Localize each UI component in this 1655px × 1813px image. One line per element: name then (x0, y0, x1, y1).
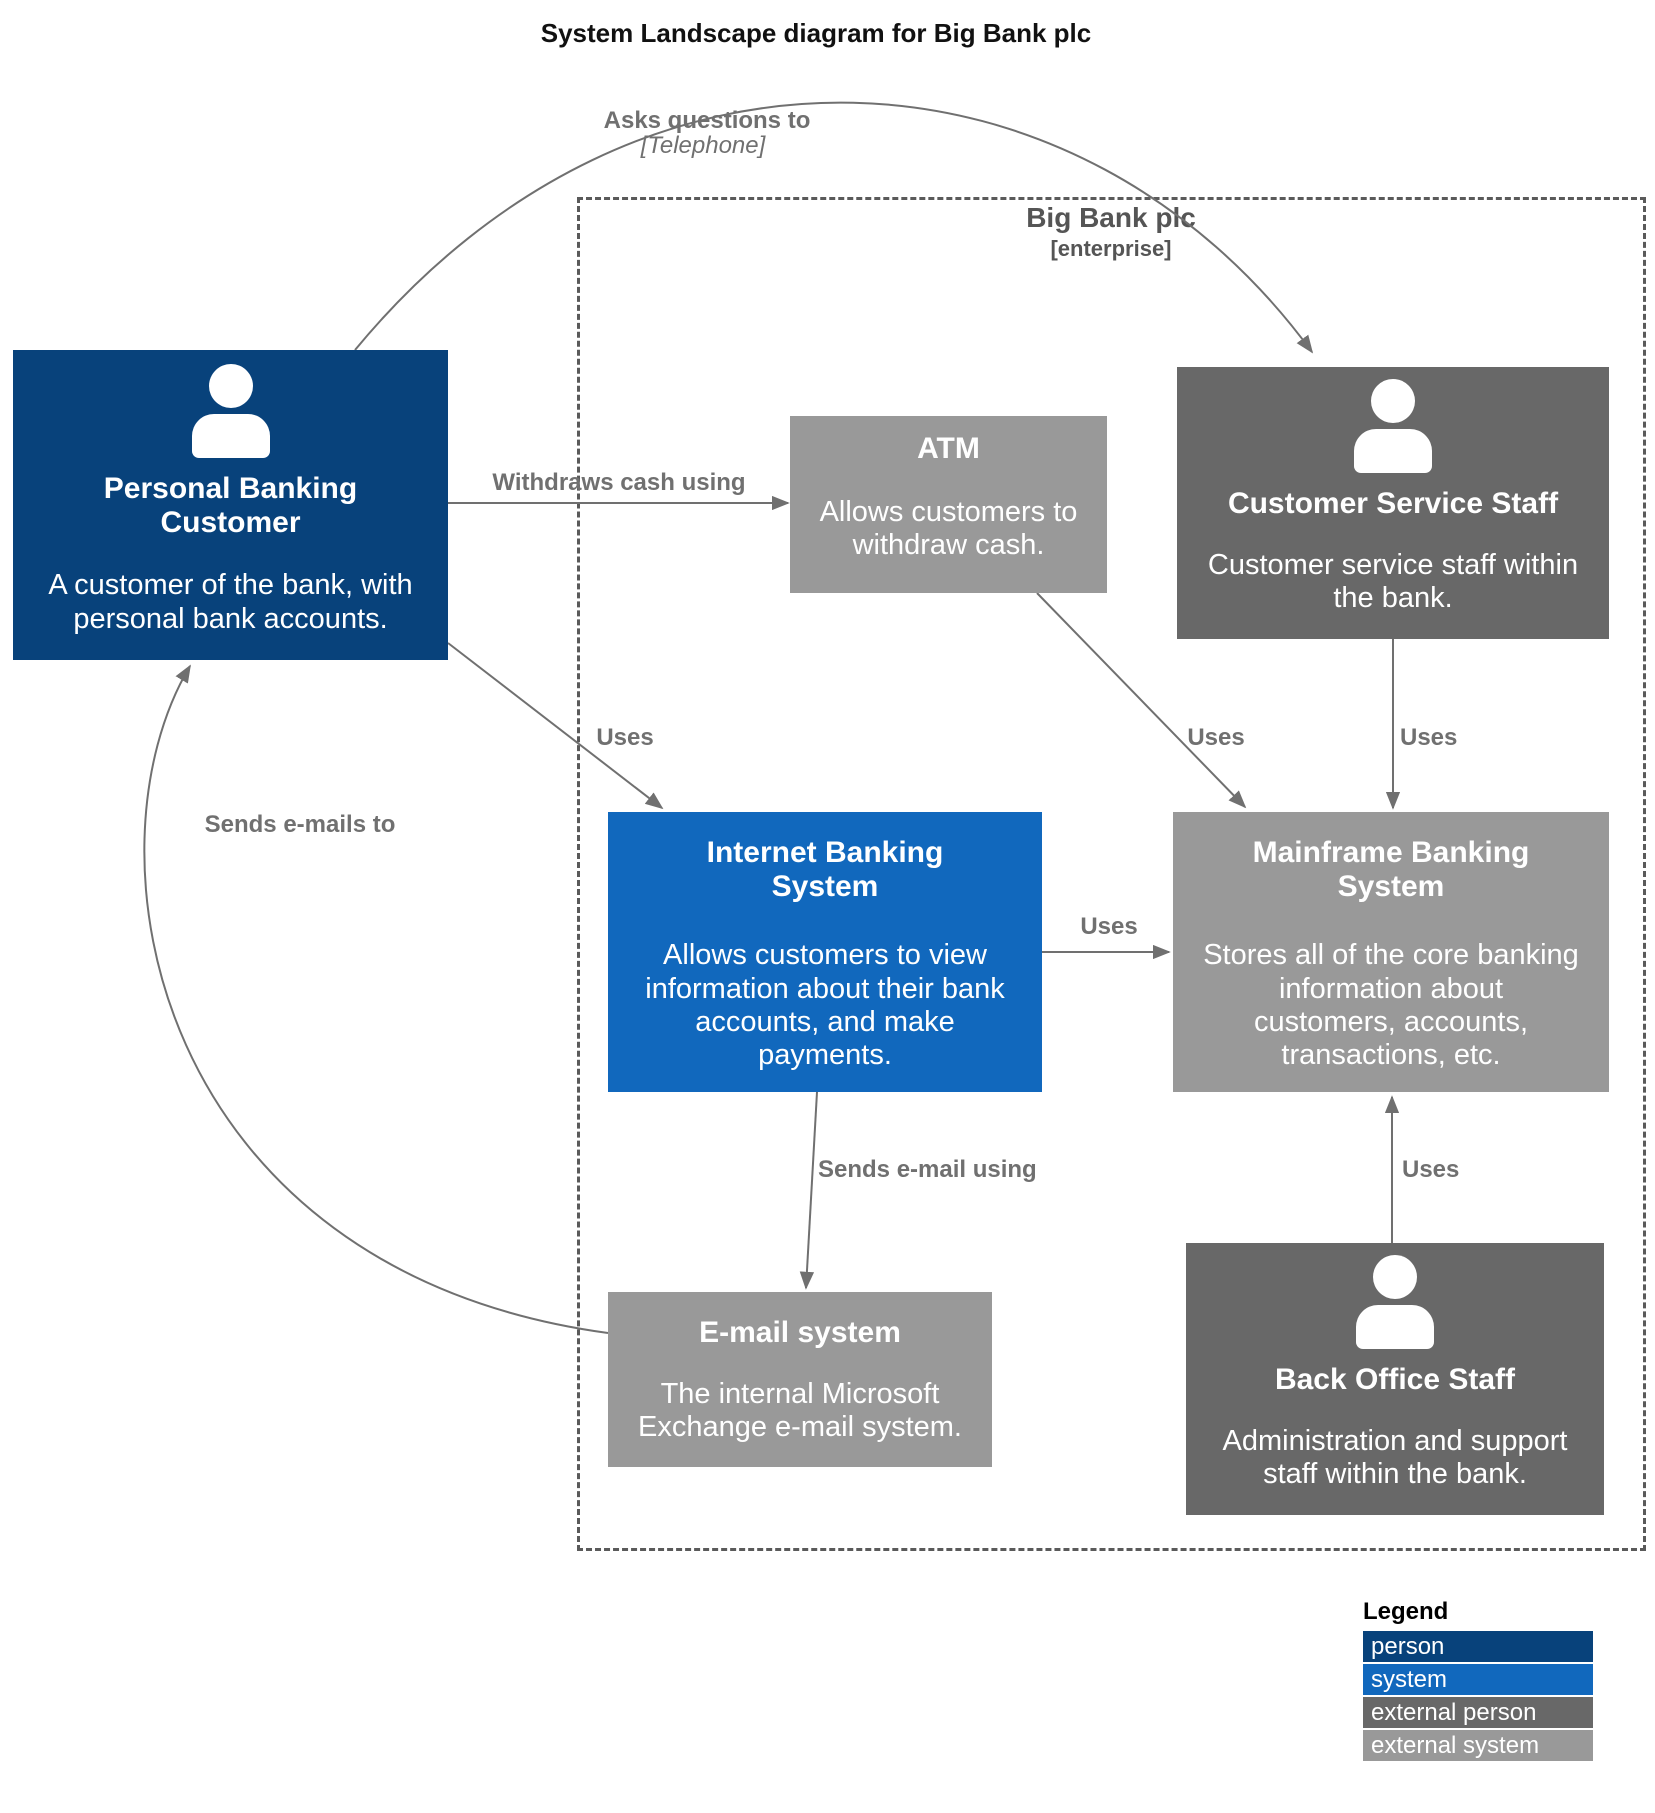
node-atm: ATM Allows customers to withdraw cash. (790, 416, 1107, 593)
node-back-office-staff: Back Office Staff Administration and sup… (1186, 1243, 1604, 1515)
edge-tech-telephone: [Telephone] (640, 132, 766, 159)
legend: Legend person system external person ext… (1363, 1598, 1593, 1763)
node-title: ATM (917, 432, 980, 465)
edge-label-bos-uses-mbs: Uses (1402, 1156, 1460, 1183)
node-title: Customer Service Staff (1227, 487, 1559, 520)
legend-item-system: system (1363, 1664, 1593, 1695)
node-description: Allows customers to withdraw cash. (819, 495, 1078, 561)
edge-atm-uses-mbs (1036, 592, 1247, 809)
person-icon (1350, 379, 1436, 473)
person-icon (1352, 1255, 1438, 1349)
edge-label-sends-email-using: Sends e-mail using (818, 1156, 1037, 1183)
node-personal-banking-customer: Personal Banking Customer A customer of … (13, 350, 448, 660)
edge-label-sends-emails-to: Sends e-mails to (204, 811, 396, 838)
node-email-system: E-mail system The internal Microsoft Exc… (608, 1292, 992, 1467)
enterprise-qualifier: [enterprise] (1050, 236, 1172, 261)
node-title: Back Office Staff (1274, 1363, 1516, 1396)
edge-label-withdraws-cash-using: Withdraws cash using (492, 469, 746, 496)
node-mainframe-banking-system: Mainframe Banking System Stores all of t… (1173, 812, 1609, 1092)
edge-label-css-uses-mbs: Uses (1400, 724, 1458, 751)
person-icon (188, 364, 274, 458)
node-internet-banking-system: Internet Banking System Allows customers… (608, 812, 1042, 1092)
edge-sends-email-using (799, 1091, 818, 1290)
edge-label-asks-questions-to: Asks questions to (603, 107, 811, 134)
node-description: Allows customers to view information abo… (645, 939, 1005, 1072)
node-description: Administration and support staff within … (1222, 1424, 1568, 1490)
legend-item-external-person: external person (1363, 1697, 1593, 1728)
node-customer-service-staff: Customer Service Staff Customer service … (1177, 367, 1609, 639)
edge-label-atm-uses-mbs: Uses (1187, 724, 1245, 751)
edge-sends-emails-to (143, 664, 609, 1334)
node-title: E-mail system (699, 1316, 901, 1349)
edge-asks-questions-to (354, 101, 1314, 354)
edge-label-customer-uses-ibs: Uses (596, 724, 654, 751)
edge-customer-uses-ibs (447, 642, 664, 810)
node-description: Customer service staff within the bank. (1207, 548, 1579, 614)
enterprise-boundary (577, 197, 1646, 1551)
node-description: The internal Microsoft Exchange e-mail s… (638, 1377, 962, 1443)
node-title: Personal Banking Customer (103, 472, 358, 539)
edge-label-ibs-uses-mbs: Uses (1080, 913, 1138, 940)
node-description: A customer of the bank, with personal ba… (48, 569, 413, 635)
legend-title: Legend (1363, 1598, 1449, 1625)
legend-item-external-system: external system (1363, 1730, 1593, 1761)
diagram-title: System Landscape diagram for Big Bank pl… (540, 18, 1092, 48)
node-description: Stores all of the core banking informati… (1203, 939, 1579, 1072)
legend-item-person: person (1363, 1631, 1593, 1662)
node-title: Mainframe Banking System (1252, 836, 1530, 903)
node-title: Internet Banking System (706, 836, 944, 903)
